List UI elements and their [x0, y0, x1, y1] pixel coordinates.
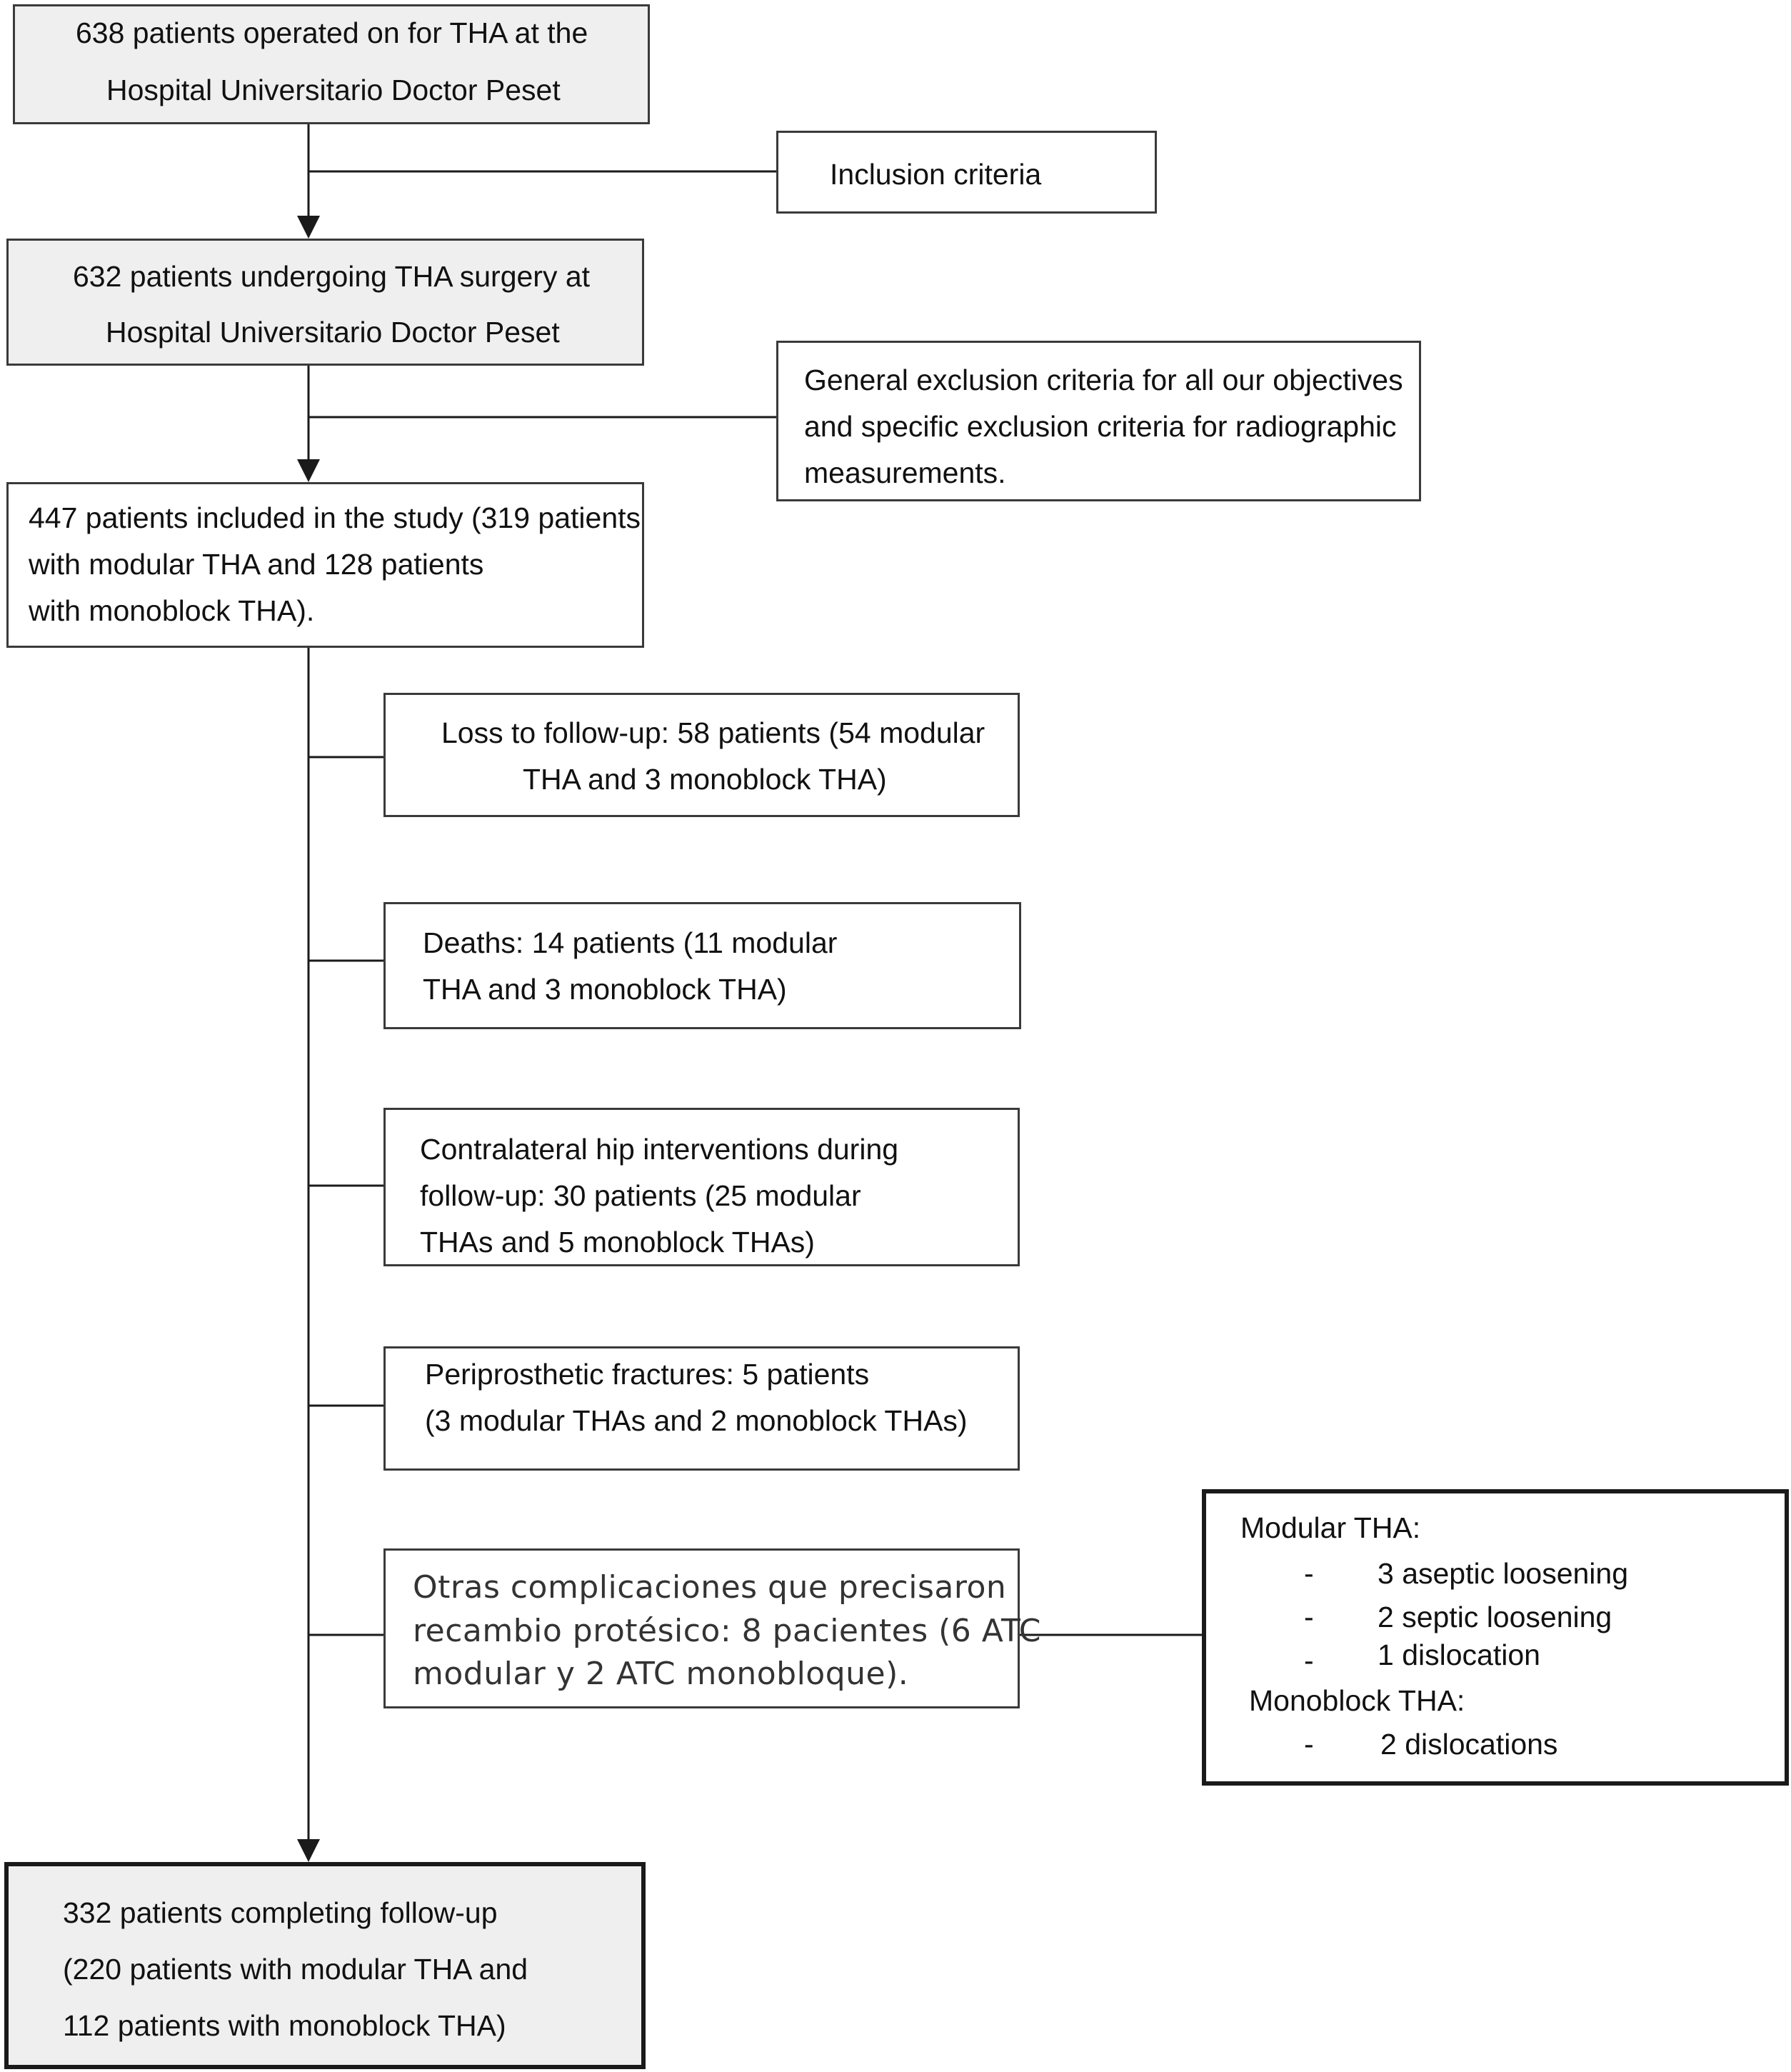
otras-line-1: Otras complicaciones que precisaron: [413, 1569, 1007, 1606]
included-patients-box: 447 patients included in the study (319 …: [6, 482, 644, 648]
loss-line-2: THA and 3 monoblock THA): [523, 763, 887, 796]
bullet-dash: -: [1304, 1644, 1314, 1677]
arrowhead-to-included: [297, 459, 320, 482]
exclusion-criteria-box: General exclusion criteria for all our o…: [776, 341, 1421, 501]
contralateral-line-2: follow-up: 30 patients (25 modular: [420, 1179, 861, 1212]
exclusion-line-2: and specific exclusion criteria for radi…: [804, 410, 1397, 443]
modular-item-aseptic: 3 aseptic loosening: [1378, 1557, 1629, 1590]
initial-patients-box: 638 patients operated on for THA at the …: [13, 4, 650, 124]
periprosthetic-line-1: Periprosthetic fractures: 5 patients: [425, 1358, 870, 1391]
initial-line-2: Hospital Universitario Doctor Peset: [106, 74, 561, 106]
final-patients-box: 332 patients completing follow-up (220 p…: [4, 1862, 646, 2069]
modular-heading: Modular THA:: [1240, 1511, 1421, 1544]
periprosthetic-fractures-box: Periprosthetic fractures: 5 patients (3 …: [383, 1346, 1020, 1471]
bullet-dash: -: [1304, 1601, 1314, 1633]
initial-line-1: 638 patients operated on for THA at the: [76, 16, 588, 49]
undergoing-patients-box: 632 patients undergoing THA surgery at H…: [6, 239, 644, 366]
modular-item-dislocation: 1 dislocation: [1378, 1638, 1540, 1671]
final-line-2: (220 patients with modular THA and: [63, 1953, 528, 1986]
arrowhead-to-undergoing: [297, 216, 320, 239]
undergoing-line-1: 632 patients undergoing THA surgery at: [73, 260, 591, 293]
deaths-line-1: Deaths: 14 patients (11 modular: [423, 926, 838, 959]
revision-detail-box: Modular THA: - 3 aseptic loosening - 2 s…: [1202, 1489, 1789, 1786]
deaths-box: Deaths: 14 patients (11 modular THA and …: [383, 902, 1021, 1029]
contralateral-interventions-box: Contralateral hip interventions during f…: [383, 1108, 1020, 1266]
loss-to-follow-up-box: Loss to follow-up: 58 patients (54 modul…: [383, 693, 1020, 817]
included-line-3: with monoblock THA).: [29, 594, 315, 627]
included-line-2: with modular THA and 128 patients: [29, 548, 484, 581]
monoblock-heading: Monoblock THA:: [1249, 1684, 1465, 1717]
contralateral-line-1: Contralateral hip interventions during: [420, 1133, 899, 1166]
final-line-3: 112 patients with monoblock THA): [63, 2009, 506, 2042]
loss-line-1: Loss to follow-up: 58 patients (54 modul…: [441, 716, 985, 749]
undergoing-line-2: Hospital Universitario Doctor Peset: [106, 316, 560, 349]
exclusion-line-1: General exclusion criteria for all our o…: [804, 364, 1403, 396]
included-line-1: 447 patients included in the study (319 …: [29, 501, 641, 534]
monoblock-item-dislocations: 2 dislocations: [1380, 1728, 1558, 1761]
otras-line-3: modular y 2 ATC monobloque).: [413, 1656, 909, 1692]
bullet-dash: -: [1304, 1728, 1314, 1761]
contralateral-line-3: THAs and 5 monoblock THAs): [420, 1226, 815, 1258]
final-line-1: 332 patients completing follow-up: [63, 1896, 498, 1929]
deaths-line-2: THA and 3 monoblock THA): [423, 973, 787, 1006]
inclusion-line-1: Inclusion criteria: [830, 158, 1042, 191]
inclusion-criteria-box: Inclusion criteria: [776, 131, 1157, 214]
other-complications-box: Otras complicaciones que precisaron reca…: [383, 1548, 1040, 1708]
modular-item-septic: 2 septic loosening: [1378, 1601, 1612, 1633]
otras-line-2: recambio protésico: 8 pacientes (6 ATC: [413, 1613, 1041, 1649]
bullet-dash: -: [1304, 1557, 1314, 1590]
exclusion-line-3: measurements.: [804, 456, 1006, 489]
periprosthetic-line-2: (3 modular THAs and 2 monoblock THAs): [425, 1404, 968, 1437]
arrowhead-to-final: [297, 1839, 320, 1862]
